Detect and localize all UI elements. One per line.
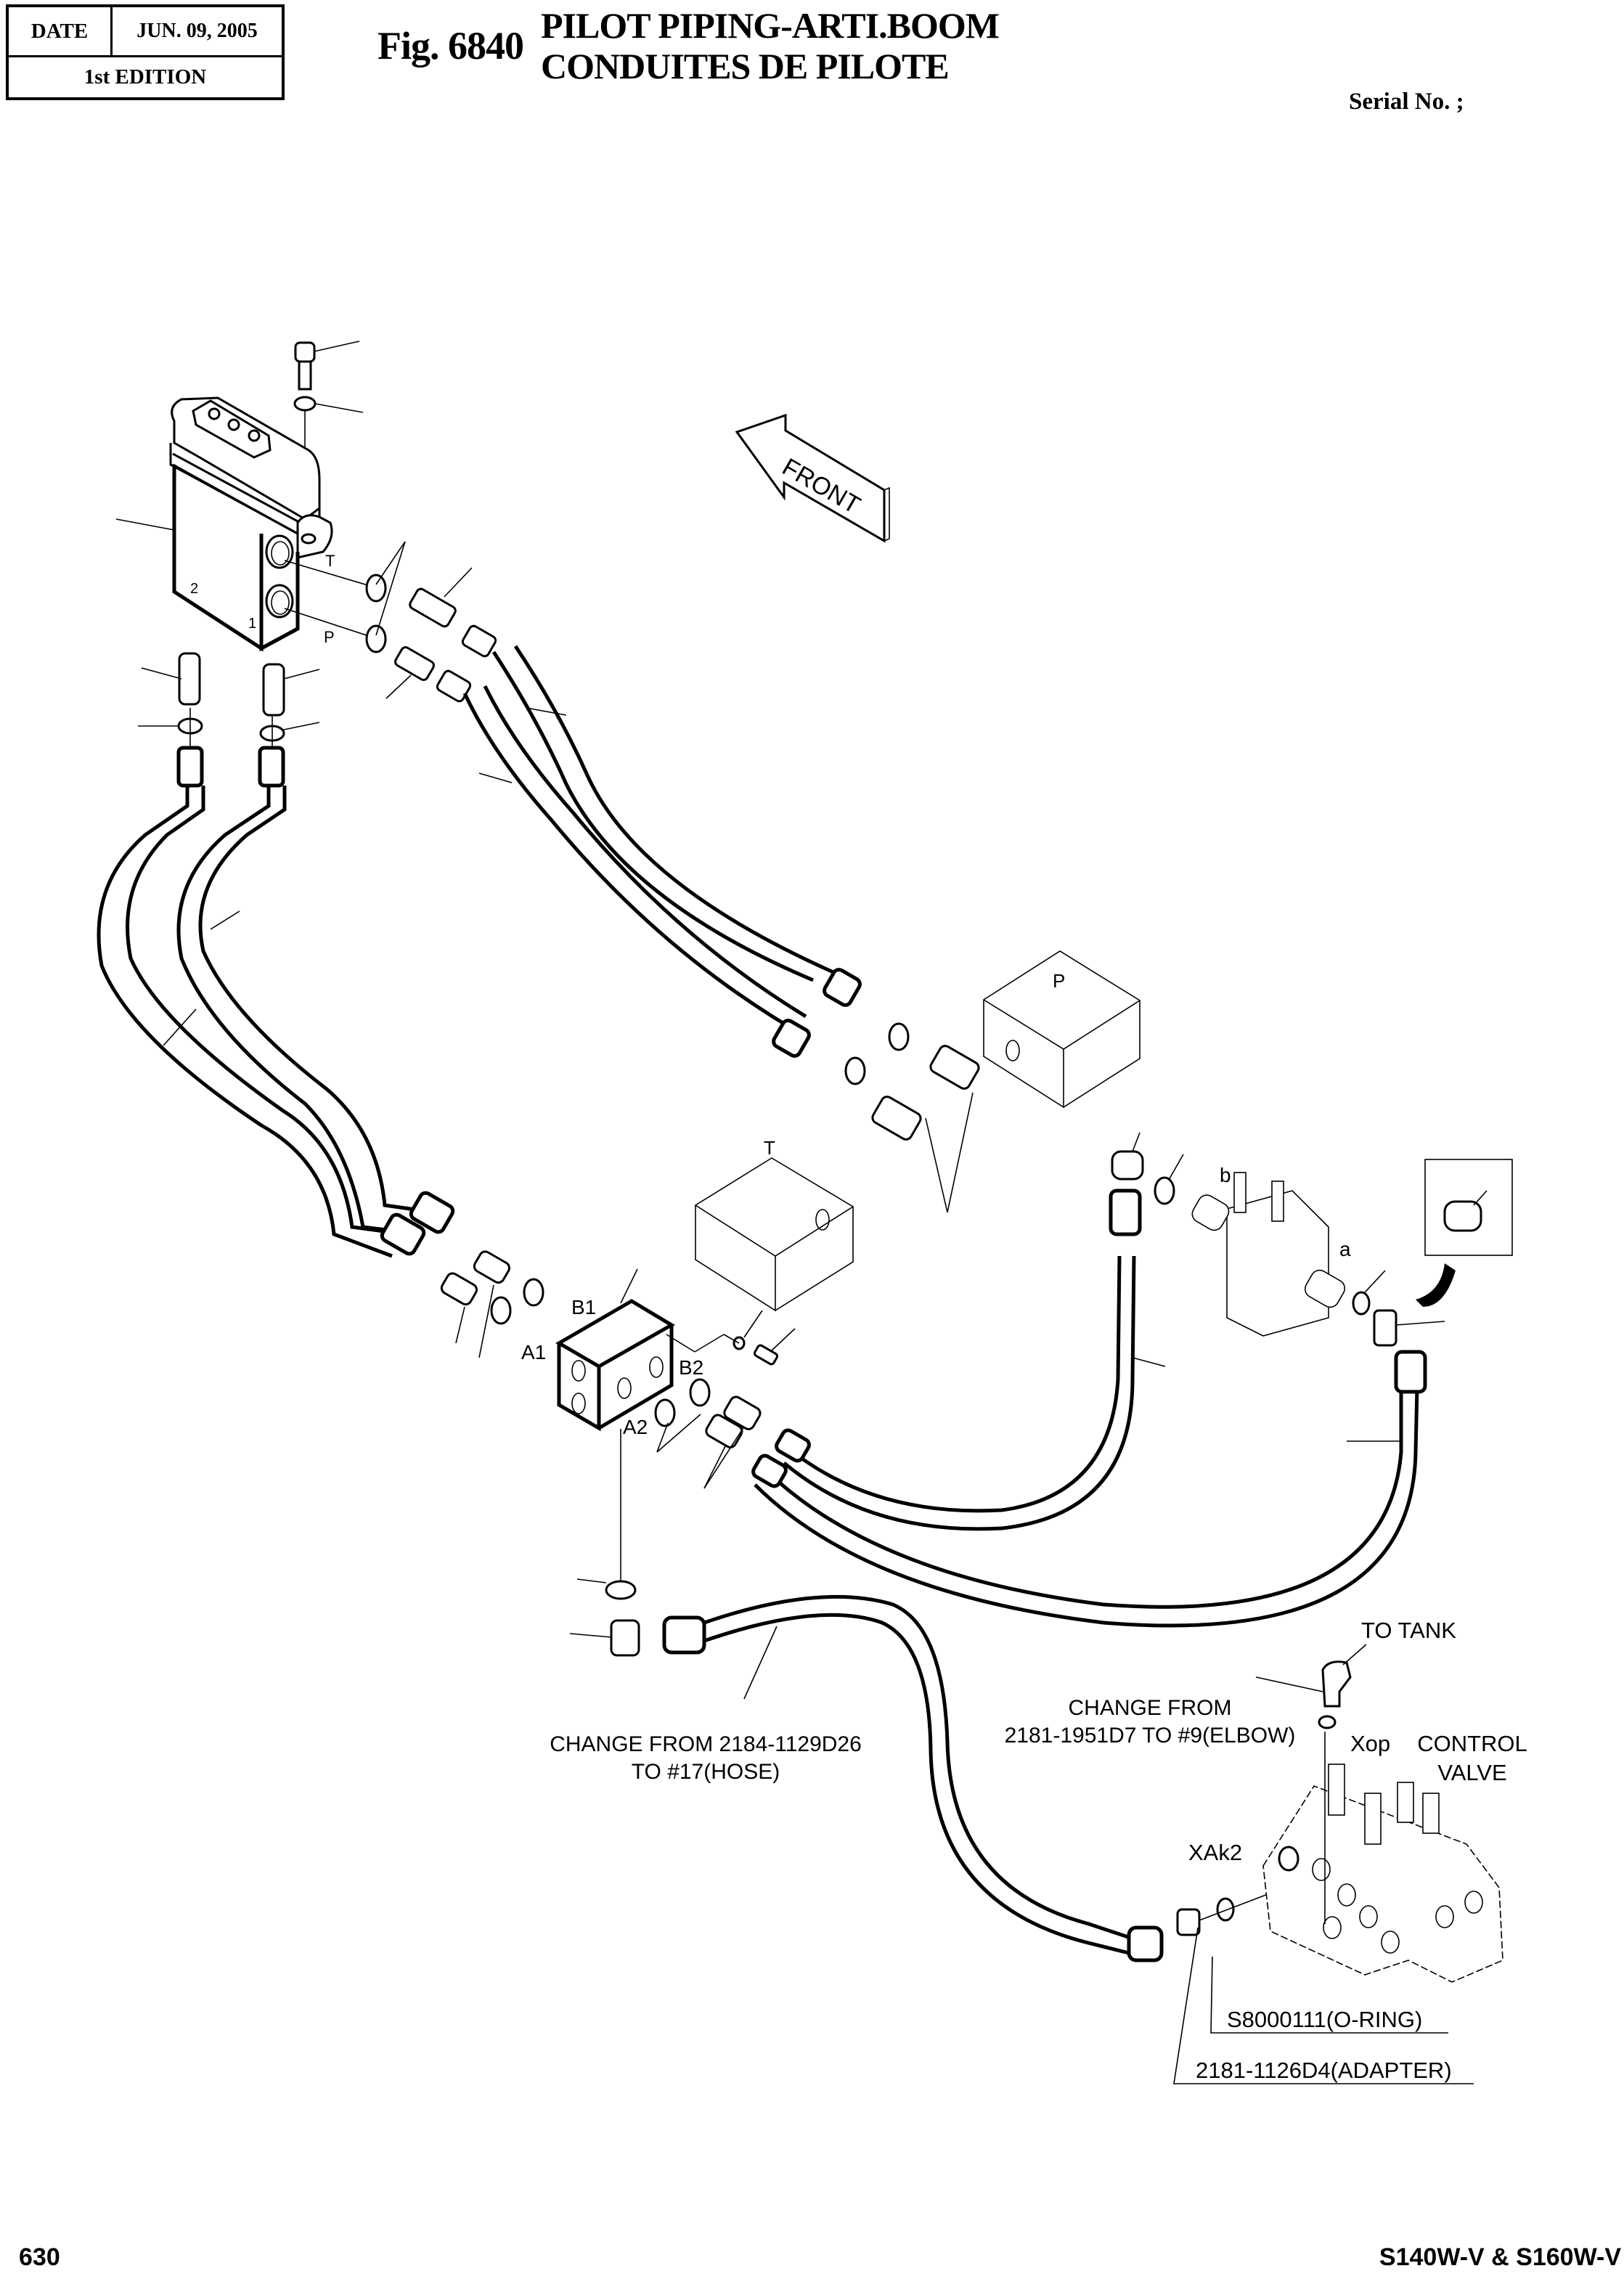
o-ring-part-label: S8000111(O-RING) [1227,2007,1422,2032]
left-fittings [138,652,320,788]
date-value: JUN. 09, 2005 [136,20,258,42]
port-label-t: T [325,552,335,570]
tank-block-label: T [764,1137,775,1159]
socket-bolt [294,341,360,391]
solenoid-port-b: b [1220,1164,1231,1186]
page-title-french: CONDUITES DE PILOTE [541,46,950,86]
annotations: CHANGE FROM 2184-1129D26 TO #17(HOSE) CH… [550,1618,1527,2083]
revision-box: DATE JUN. 09, 2005 1st EDITION [6,4,285,100]
port-label-p: P [324,628,335,646]
xak2-port-label: XAk2 [1188,1840,1242,1865]
model-name: S140W-V & S160W-V [1379,2243,1621,2271]
pilot-supply-hoses [462,645,910,1085]
manifold-block: B1 A1 B2 A2 [440,1250,796,1583]
page-title-english: PILOT PIPING-ARTI.BOOM [541,5,1000,46]
manifold-port-b1: B1 [571,1296,596,1318]
tank-block: T [694,1137,854,1312]
front-direction-arrow: FRONT [735,413,890,543]
control-valve-hose [569,1578,1474,2084]
tee-fittings [871,1045,980,1213]
manifold-port-a2: A2 [623,1416,648,1438]
pressure-block-label: P [1053,970,1065,992]
adapter-part-label: 2181-1126D4(ADAPTER) [1196,2058,1452,2083]
detail-inset [1416,1159,1513,1307]
port-label-1: 1 [248,616,256,632]
manifold-port-a1: A1 [521,1341,546,1363]
solenoid-port-a: a [1339,1238,1351,1260]
control-valve [1262,1732,1503,1983]
elbow-change-note-line2: 2181-1951D7 TO #9(ELBOW) [1005,1724,1296,1748]
xop-port-label: Xop [1350,1731,1390,1756]
hose-change-note-line2: TO #17(HOSE) [632,1760,780,1784]
revision-date-row: DATE JUN. 09, 2005 [9,7,282,57]
boom-pilot-hoses [97,786,455,1258]
page-number: 630 [19,2243,60,2271]
port-label-2: 2 [190,581,198,597]
elbow-change-note-line1: CHANGE FROM [1069,1696,1232,1720]
manifold-port-b2: B2 [679,1356,703,1379]
solenoid-hoses [751,1189,1427,1628]
control-valve-label-line1: CONTROL [1417,1731,1527,1756]
to-tank-label: TO TANK [1361,1618,1456,1643]
pressure-block: P [982,950,1141,1109]
date-label: DATE [9,7,113,55]
hose-change-note-line1: CHANGE FROM 2184-1129D26 [550,1732,862,1756]
pilot-valve: 2 1 T P [115,341,364,652]
serial-number-label: Serial No. ; [1349,89,1464,115]
control-valve-label-line2: VALVE [1437,1760,1506,1785]
edition-label: 1st EDITION [83,65,207,89]
figure-number: Fig. 6840 [378,24,524,68]
solenoid-valve: b a [1111,1132,1445,1347]
tank-elbow [1255,1644,1367,1729]
pilot-valve-fittings [284,541,497,703]
washer [293,396,364,413]
